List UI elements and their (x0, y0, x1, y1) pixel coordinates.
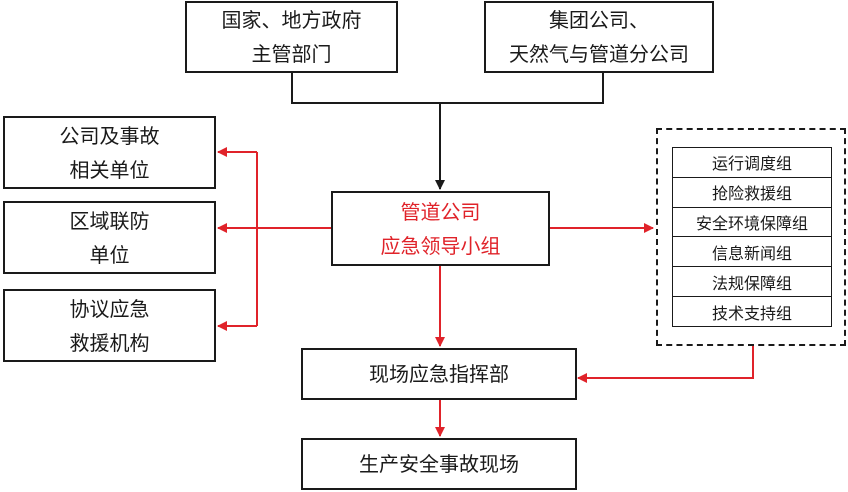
work-group-item: 安全环境保障组 (673, 208, 831, 238)
authority-box: 国家、地方政府 主管部门 (185, 1, 398, 73)
related-units-line2: 相关单位 (69, 157, 150, 182)
work-group-item: 抢险救援组 (673, 178, 831, 208)
leader-line2: 应急领导小组 (380, 233, 501, 258)
regional-units-line2: 单位 (89, 242, 130, 267)
work-groups-container (656, 128, 846, 346)
work-group-item: 信息新闻组 (673, 237, 831, 268)
related-units-line1: 公司及事故 (59, 123, 160, 148)
leader-box: 管道公司 应急领导小组 (331, 191, 550, 266)
connector-group-company-to-merge (440, 72, 604, 104)
accident-site-label: 生产安全事故现场 (359, 452, 519, 476)
group-company-line2: 天然气与管道分公司 (509, 42, 689, 66)
regional-units-line1: 区域联防 (69, 208, 150, 233)
work-group-item: 法规保障组 (673, 267, 831, 298)
onsite-command-label: 现场应急指挥部 (369, 362, 509, 386)
work-group-item: 运行调度组 (673, 148, 831, 178)
connector-authority-to-merge (291, 72, 440, 104)
arrow-work-groups-to-onsite-command (577, 346, 754, 383)
rescue-agencies-box: 协议应急 救援机构 (3, 289, 216, 362)
rescue-agencies-line2: 救援机构 (69, 330, 150, 355)
work-groups-list: 运行调度组 抢险救援组 安全环境保障组 信息新闻组 法规保障组 技术支持组 (672, 147, 832, 327)
leader-line1: 管道公司 (400, 199, 481, 224)
accident-site-box: 生产安全事故现场 (301, 438, 577, 490)
authority-line2: 主管部门 (251, 42, 332, 66)
authority-line1: 国家、地方政府 (221, 8, 362, 32)
onsite-command-box: 现场应急指挥部 (301, 348, 577, 400)
related-units-box: 公司及事故 相关单位 (3, 116, 216, 189)
regional-units-box: 区域联防 单位 (3, 201, 216, 274)
work-group-item: 技术支持组 (711, 303, 792, 323)
group-company-line1: 集团公司、 (549, 8, 649, 32)
rescue-agencies-line1: 协议应急 (69, 296, 150, 321)
group-company-box: 集团公司、 天然气与管道分公司 (484, 1, 714, 73)
